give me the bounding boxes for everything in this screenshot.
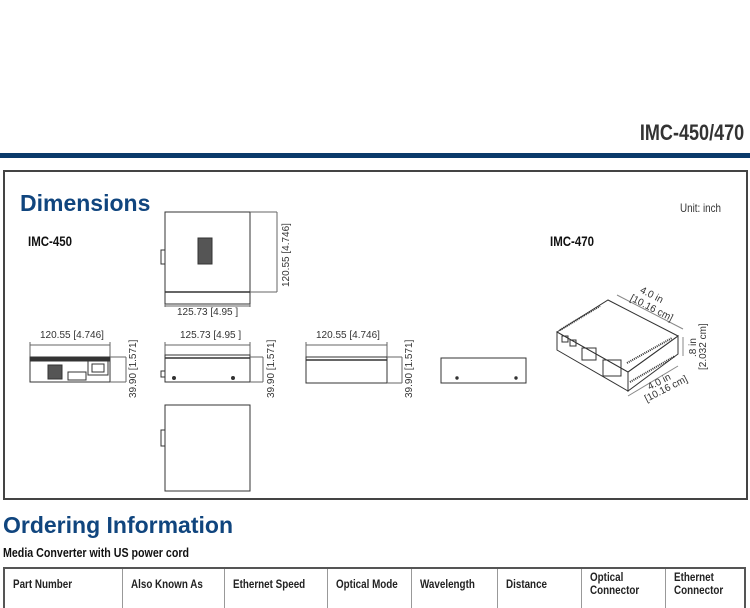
ordering-table: Part Number Also Known As Ethernet Speed… bbox=[3, 567, 746, 608]
col-optical-mode: Optical Mode bbox=[326, 568, 412, 608]
col-distance: Distance bbox=[496, 568, 582, 608]
imc450-label: IMC-450 bbox=[28, 233, 73, 249]
ordering-title: Ordering Information bbox=[3, 512, 233, 538]
ordering-subtitle: Media Converter with US power cord bbox=[3, 545, 189, 560]
imc450-top-width-label: 125.73 [4.95 ] bbox=[177, 307, 239, 318]
imc450-side-view bbox=[160, 342, 264, 383]
imc450-rear-view bbox=[305, 342, 403, 384]
dimensions-title: Dimensions bbox=[20, 190, 151, 216]
imc450-front-height-label: 39.90 [1.571] bbox=[128, 339, 139, 398]
imc470-label: IMC-470 bbox=[550, 233, 595, 249]
table-header-row: Part Number Also Known As Ethernet Speed… bbox=[4, 568, 745, 608]
imc450-top-depth-label: 120.55 [4.746] bbox=[281, 223, 292, 287]
col-part-number: Part Number bbox=[13, 577, 73, 591]
drawings bbox=[29, 211, 684, 492]
imc450-front-view bbox=[29, 342, 127, 383]
title-divider bbox=[0, 153, 750, 158]
col-ethernet-connector: Ethernet Connector bbox=[664, 568, 745, 608]
col-ethernet-speed: Ethernet Speed bbox=[223, 568, 327, 608]
imc450-rear-width-label: 120.55 [4.746] bbox=[316, 330, 380, 341]
imc450-bottom-view bbox=[160, 404, 251, 492]
imc450-top-view bbox=[160, 211, 278, 307]
imc470-height-cm: [2.032 cm] bbox=[698, 323, 709, 370]
document-title: IMC-450/470 bbox=[639, 120, 744, 145]
dimensions-panel bbox=[3, 170, 748, 500]
col-wavelength: Wavelength bbox=[410, 568, 498, 608]
col-also-known-as: Also Known As bbox=[121, 568, 224, 608]
imc450-side-height-label: 39.90 [1.571] bbox=[266, 339, 277, 398]
unit-label: Unit: inch bbox=[680, 201, 722, 215]
imc450-other-side-view bbox=[440, 357, 527, 384]
imc450-side-width-label: 125.73 [4.95 ] bbox=[180, 330, 242, 341]
imc450-front-width-label: 120.55 [4.746] bbox=[40, 330, 104, 341]
imc470-isometric-view bbox=[556, 294, 684, 397]
imc450-rear-height-label: 39.90 [1.571] bbox=[404, 339, 415, 398]
col-optical-connector: Optical Connector bbox=[580, 568, 666, 608]
